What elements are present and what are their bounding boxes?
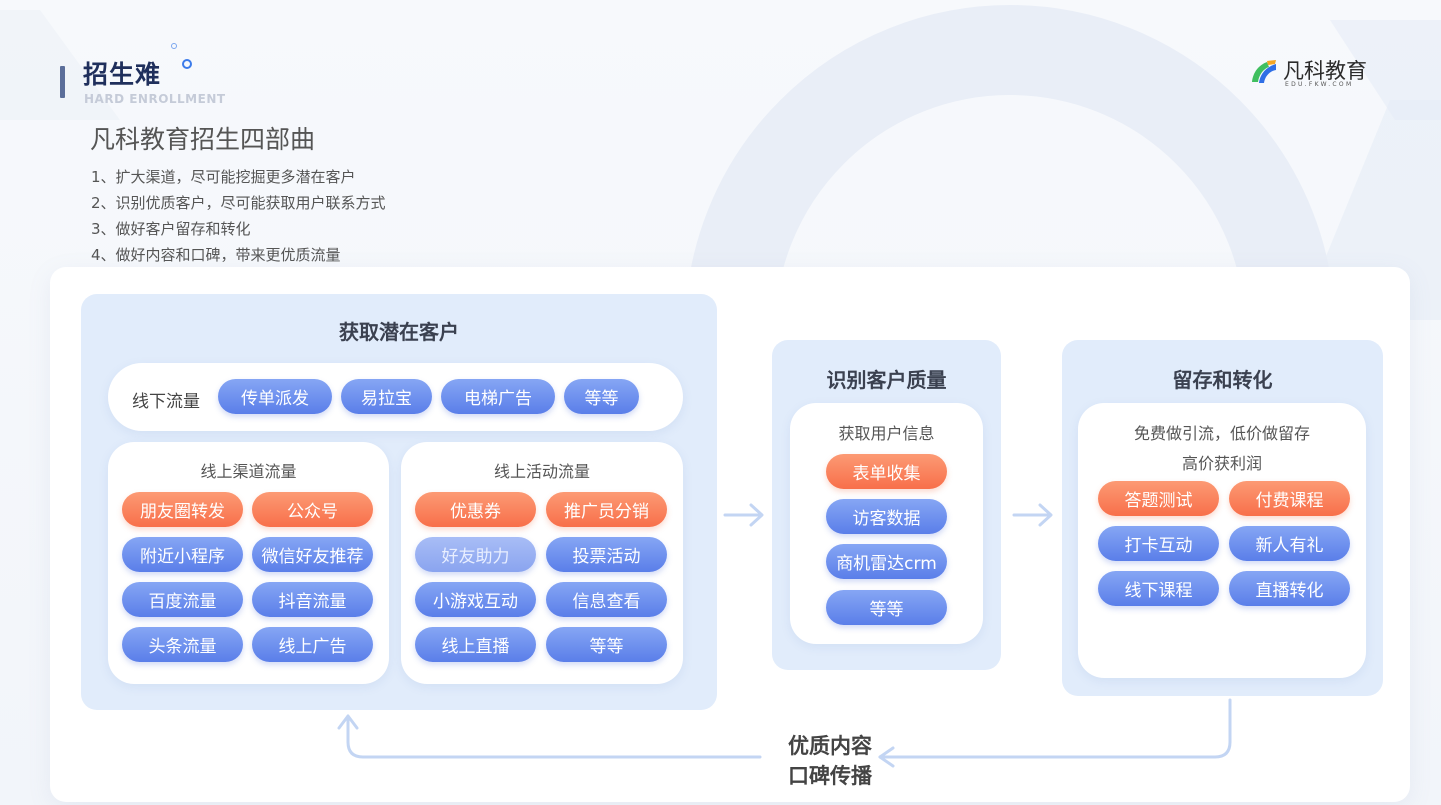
page-subtitle: HARD ENROLLMENT: [84, 92, 226, 106]
tag-elevator-ad: 电梯广告: [441, 379, 555, 414]
brand-logo: 凡科教育: [1249, 56, 1367, 86]
tag-etc: 等等: [564, 379, 639, 414]
decor-circle-small: [171, 43, 177, 49]
tag-quiz: 答题测试: [1098, 481, 1219, 516]
acquire-title: 获取潜在客户: [339, 320, 459, 344]
tag-coupon: 优惠券: [415, 492, 536, 527]
identify-subtitle: 获取用户信息: [838, 424, 935, 443]
tag-offline-course: 线下课程: [1098, 571, 1219, 606]
retain-line1: 免费做引流，低价做留存: [1133, 424, 1310, 443]
tag-etc: 等等: [546, 627, 667, 662]
retain-title: 留存和转化: [1172, 368, 1273, 392]
tag-form-collection: 表单收集: [826, 454, 947, 489]
title-accent-bar: [60, 66, 65, 98]
intro-item: 1、扩大渠道，尽可能挖掘更多潜在客户: [91, 168, 356, 186]
decor-circle: [182, 59, 192, 69]
arrow-right-icon: [1012, 503, 1053, 527]
arrow-right-icon: [723, 503, 764, 527]
tag-moments-share: 朋友圈转发: [122, 492, 243, 527]
tag-toutiao-traffic: 头条流量: [122, 627, 243, 662]
tag-friend-assist: 好友助力: [415, 537, 536, 572]
tag-official-account: 公众号: [252, 492, 373, 527]
online-channel-title: 线上渠道流量: [200, 462, 297, 481]
identify-title: 识别客户质量: [826, 368, 947, 392]
tag-paid-course: 付费课程: [1229, 481, 1350, 516]
retain-line2: 高价获利润: [1181, 454, 1262, 473]
loop-label-line2: 口碑传播: [788, 764, 872, 788]
brand-domain: EDU.FKW.COM: [1285, 81, 1354, 88]
tag-voting: 投票活动: [546, 537, 667, 572]
brand-name: 凡科教育: [1283, 59, 1367, 83]
page-title: 招生难: [83, 60, 162, 89]
tag-nearby-miniprogram: 附近小程序: [122, 537, 243, 572]
intro-title: 凡科教育招生四部曲: [90, 125, 316, 154]
tag-etc: 等等: [826, 590, 947, 625]
tag-promoter-distribution: 推广员分销: [546, 492, 667, 527]
tag-wechat-referral: 微信好友推荐: [252, 537, 373, 572]
offline-label: 线下流量: [132, 392, 200, 412]
tag-live-conversion: 直播转化: [1229, 571, 1350, 606]
intro-item: 2、识别优质客户，尽可能获取用户联系方式: [91, 194, 386, 212]
tag-baidu-traffic: 百度流量: [122, 582, 243, 617]
online-activity-title: 线上活动流量: [493, 462, 590, 481]
tag-info-view: 信息查看: [546, 582, 667, 617]
tag-checkin: 打卡互动: [1098, 526, 1219, 561]
tag-mini-game: 小游戏互动: [415, 582, 536, 617]
tag-online-ads: 线上广告: [252, 627, 373, 662]
tag-rollup-banner: 易拉宝: [341, 379, 432, 414]
tag-newcomer-gift: 新人有礼: [1229, 526, 1350, 561]
intro-item: 3、做好客户留存和转化: [91, 220, 251, 238]
tag-flyer: 传单派发: [218, 379, 332, 414]
intro-item: 4、做好内容和口碑，带来更优质流量: [91, 246, 341, 264]
brand-logo-icon: [1252, 60, 1276, 83]
tag-visitor-data: 访客数据: [826, 499, 947, 534]
tag-live-stream: 线上直播: [415, 627, 536, 662]
loop-label-line1: 优质内容: [788, 734, 872, 758]
tag-douyin-traffic: 抖音流量: [252, 582, 373, 617]
intro-list: 1、扩大渠道，尽可能挖掘更多潜在客户 2、识别优质客户，尽可能获取用户联系方式 …: [91, 164, 386, 268]
tag-crm-radar: 商机雷达crm: [826, 544, 947, 579]
